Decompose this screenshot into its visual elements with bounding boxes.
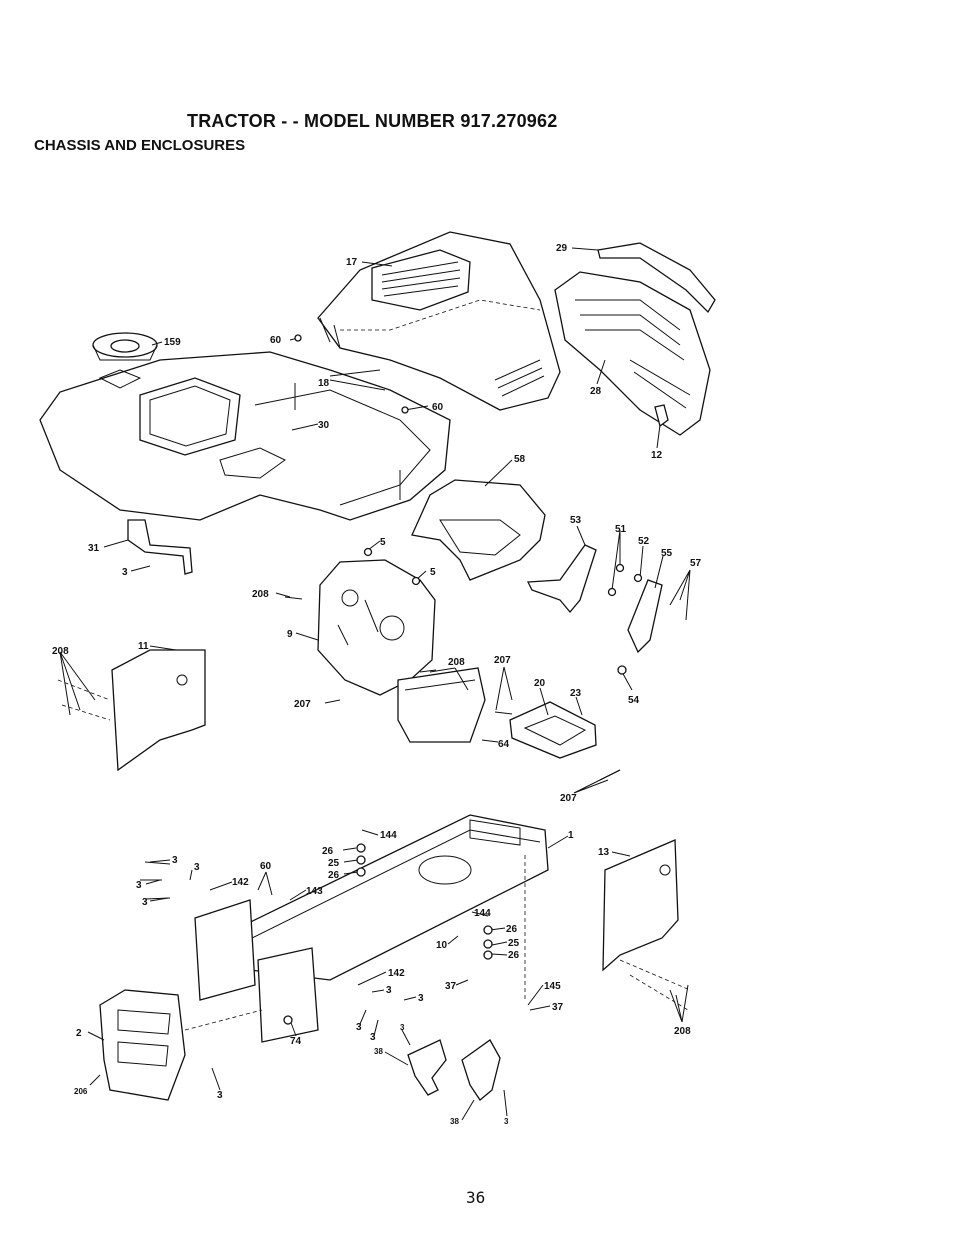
callout-label: 28 (590, 386, 602, 397)
callout-label: 207 (560, 793, 577, 804)
section-subtitle: CHASSIS AND ENCLOSURES (34, 137, 246, 154)
callout-label: 3 (504, 1117, 509, 1126)
page-number: 36 (466, 1188, 486, 1207)
callout-label: 58 (514, 454, 526, 465)
callout-label: 37 (552, 1002, 564, 1013)
callout-label: 52 (638, 536, 650, 547)
callout-label: 145 (544, 981, 561, 992)
callout-label: 144 (474, 908, 491, 919)
callout-label: 3 (172, 855, 178, 866)
callout-label: 25 (328, 858, 340, 869)
callout-label: 26 (508, 950, 520, 961)
callout-label: 26 (506, 924, 518, 935)
callout-label: 26 (322, 846, 334, 857)
callout-label: 51 (615, 524, 627, 535)
callout-label: 3 (418, 993, 424, 1004)
callout-label: 23 (570, 688, 582, 699)
callout-label: 3 (386, 985, 392, 996)
callout-label: 142 (232, 877, 249, 888)
bracket-64-part (397, 667, 486, 743)
callout-label: 3 (136, 880, 142, 891)
callout-label: 3 (400, 1023, 405, 1032)
callout-label: 54 (628, 695, 640, 706)
callout-label: 26 (328, 870, 340, 881)
callout-label: 55 (661, 548, 673, 559)
hood-latch-part (654, 404, 669, 428)
callout-label: 60 (270, 335, 282, 346)
callout-label: 3 (356, 1022, 362, 1033)
callout-label: 206 (74, 1087, 88, 1096)
hood-trim-part (597, 242, 716, 314)
callout-label: 143 (306, 886, 323, 897)
pedal-plate-part (526, 544, 597, 614)
callout-label: 25 (508, 938, 520, 949)
callout-label: 208 (252, 589, 269, 600)
hardware-fasteners (140, 334, 643, 1025)
dash-panel-part (317, 559, 436, 696)
callout-label: 9 (287, 629, 293, 640)
callout-label: 31 (88, 543, 100, 554)
side-panel-left-part (57, 649, 206, 772)
callout-label: 207 (294, 699, 311, 710)
callout-label: 12 (651, 450, 663, 461)
battery-box-part (411, 479, 546, 581)
callout-label: 159 (164, 337, 181, 348)
side-panel-right-part (602, 839, 691, 1011)
callout-label: 60 (260, 861, 272, 872)
callout-label: 207 (494, 655, 511, 666)
callout-label: 17 (346, 257, 358, 268)
callout-label: 5 (430, 567, 436, 578)
bracket-38-right-part (461, 1039, 501, 1101)
callout-label: 29 (556, 243, 568, 254)
callout-label: 37 (445, 981, 457, 992)
callout-label: 53 (570, 515, 582, 526)
hood-part (317, 231, 561, 411)
bracket-38-left-part (407, 1039, 447, 1096)
callout-labels: 17 29 159 60 18 60 30 28 12 58 31 3 5 5 … (52, 243, 702, 1126)
callout-label: 13 (598, 847, 610, 858)
callout-label: 74 (290, 1036, 302, 1047)
callout-label: 142 (388, 968, 405, 979)
callout-label: 60 (432, 402, 444, 413)
callout-label: 3 (370, 1032, 376, 1043)
callout-label: 208 (674, 1026, 691, 1037)
page-title: TRACTOR - - MODEL NUMBER 917.270962 (187, 111, 558, 131)
callout-label: 3 (194, 862, 200, 873)
callout-label: 38 (374, 1047, 383, 1056)
callout-label: 18 (318, 378, 330, 389)
mount-bracket-part (127, 519, 193, 575)
front-plate-part (99, 989, 186, 1101)
callout-label: 208 (448, 657, 465, 668)
fender-part (39, 351, 451, 521)
callout-label: 38 (450, 1117, 459, 1126)
callout-label: 3 (217, 1090, 223, 1101)
grille-part (554, 271, 711, 436)
callout-label: 10 (436, 940, 448, 951)
callout-label: 144 (380, 830, 397, 841)
callout-label: 5 (380, 537, 386, 548)
frame-side-plate-part (194, 899, 319, 1043)
callout-label: 11 (138, 641, 149, 652)
callout-label: 30 (318, 420, 330, 431)
callout-label: 57 (690, 558, 702, 569)
fuel-cap-part (92, 332, 158, 361)
callout-label: 3 (122, 567, 128, 578)
pedal-bracket-part (509, 701, 597, 759)
bracket-55-part (627, 579, 663, 654)
callout-label: 64 (498, 739, 510, 750)
callout-label: 3 (142, 897, 148, 908)
callout-label: 1 (568, 830, 574, 841)
callout-label: 20 (534, 678, 546, 689)
callout-label: 2 (76, 1028, 82, 1039)
callout-label: 208 (52, 646, 69, 657)
